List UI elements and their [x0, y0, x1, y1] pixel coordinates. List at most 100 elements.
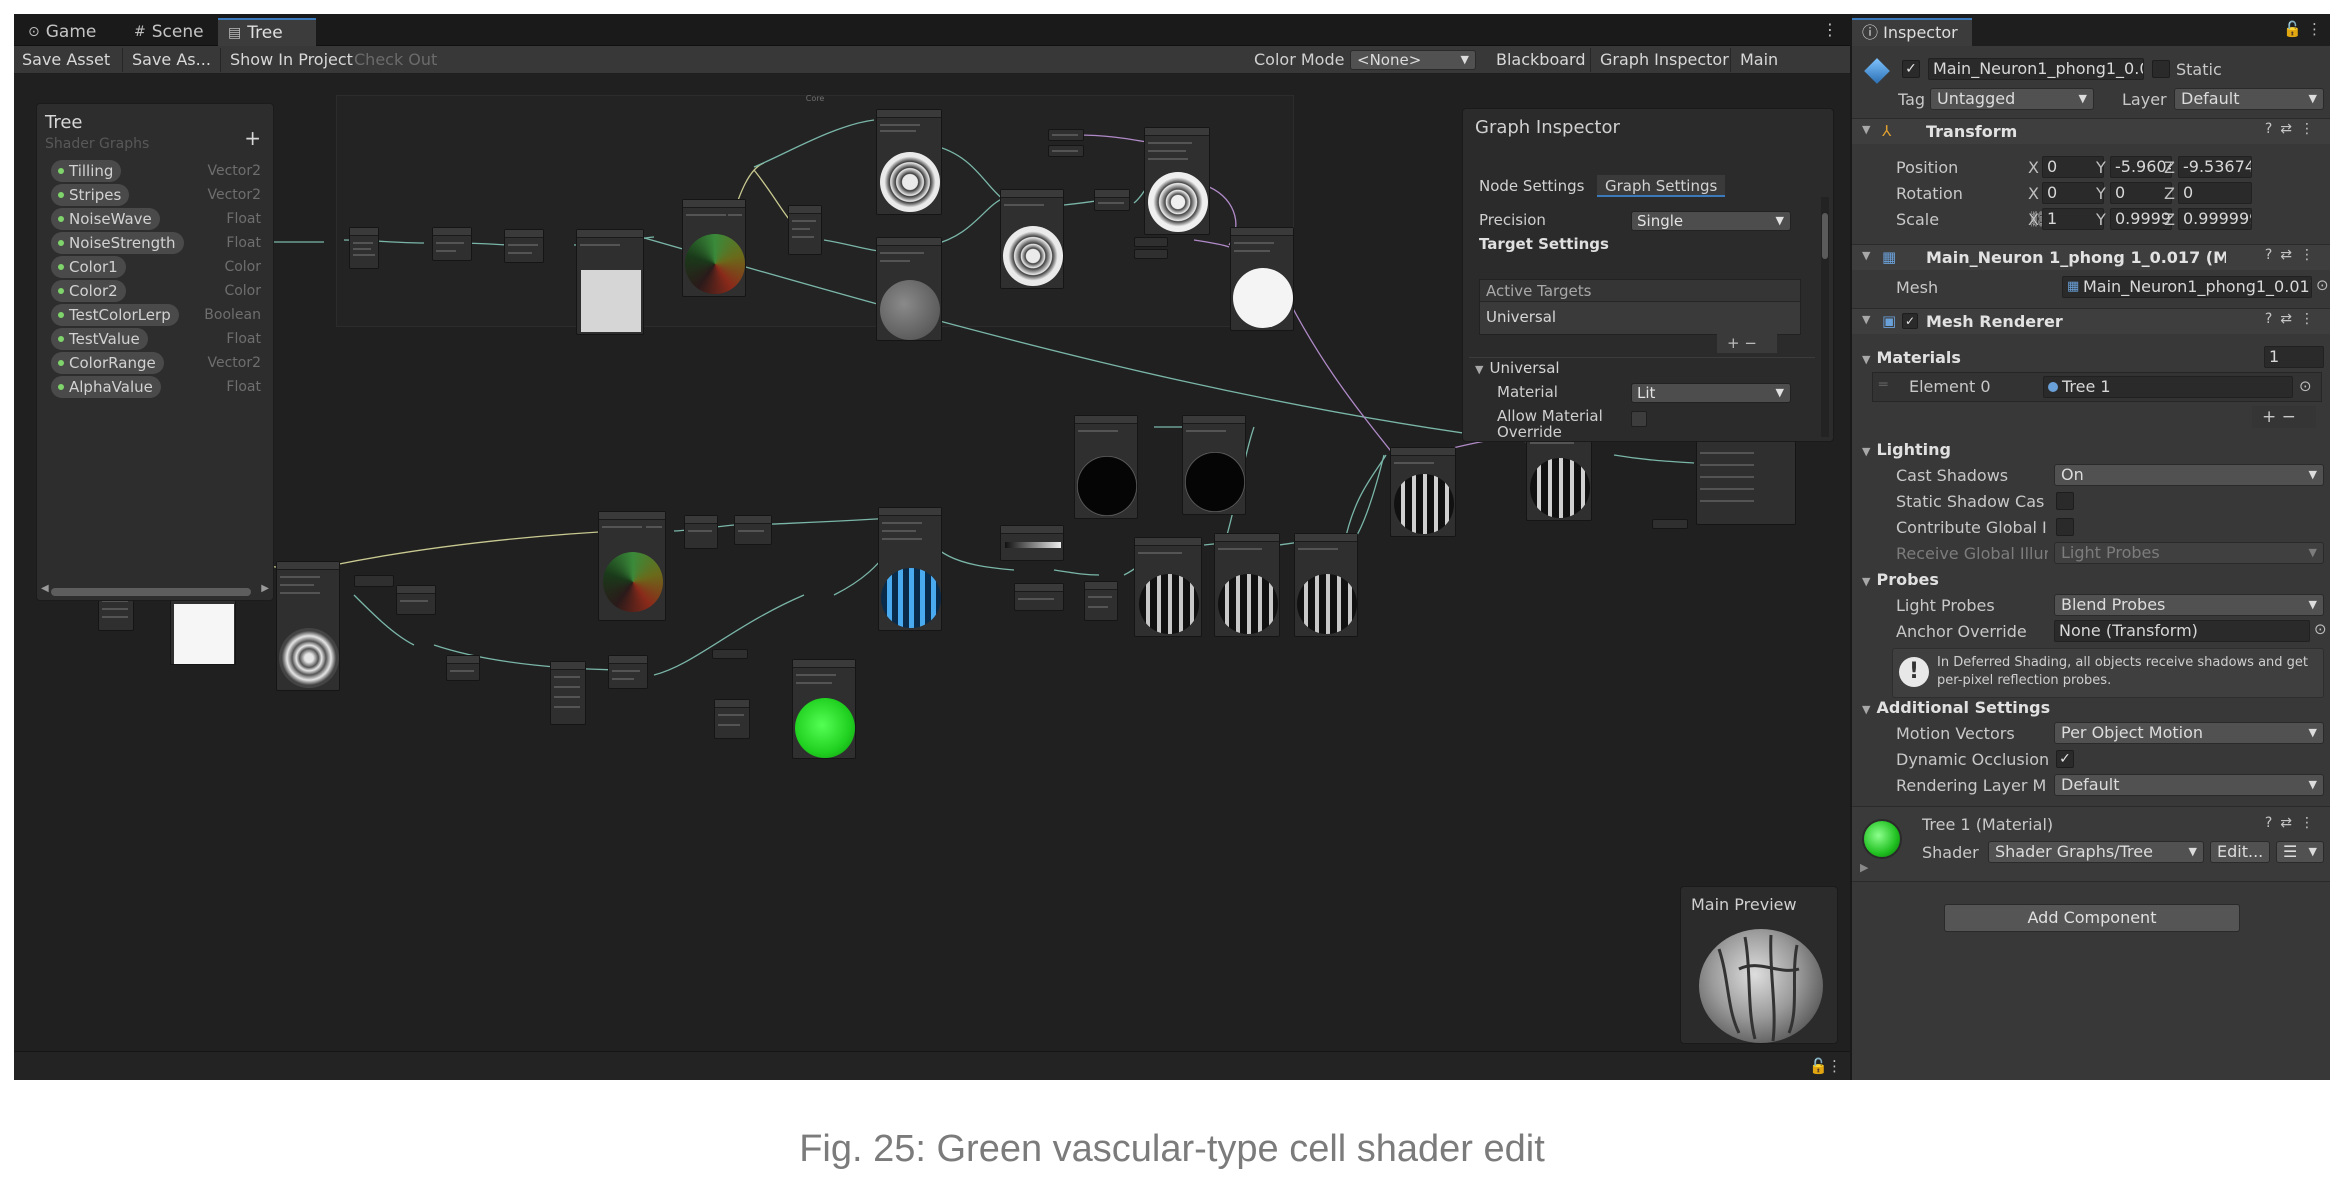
graph-node[interactable]	[1094, 189, 1130, 211]
edit-shader-button[interactable]: Edit...	[2210, 841, 2270, 863]
graph-node[interactable]	[734, 515, 772, 545]
scrollbar-thumb[interactable]	[51, 588, 251, 596]
tab-tree[interactable]: ▤ Tree	[218, 18, 316, 46]
rendering-layer-dropdown[interactable]: Default▼	[2054, 774, 2324, 796]
drag-handle-icon[interactable]: ═	[1879, 377, 1888, 393]
scroll-right-icon[interactable]: ▶	[261, 583, 269, 594]
tab-game[interactable]: ⊙ Game	[18, 18, 106, 46]
component-tools-icons[interactable]: ?⇄⋮	[2264, 815, 2322, 831]
blackboard-toggle[interactable]: Blackboard	[1496, 50, 1586, 69]
object-picker-icon[interactable]: ⊙	[2299, 377, 2312, 395]
preview-node[interactable]	[1214, 533, 1280, 637]
preview-node[interactable]	[1182, 415, 1246, 515]
graph-node[interactable]	[550, 661, 586, 725]
object-picker-icon[interactable]: ⊙	[2316, 276, 2329, 294]
preview-node[interactable]	[792, 659, 856, 759]
graph-node[interactable]	[432, 227, 472, 261]
graph-node[interactable]	[504, 229, 544, 263]
graph-node[interactable]	[712, 649, 748, 659]
probes-foldout[interactable]: ▼Probes	[1862, 570, 1939, 589]
component-tools-icons[interactable]: ?⇄⋮	[2264, 121, 2322, 137]
lock-icon[interactable]: 🔓	[2283, 20, 2302, 38]
position-z-field[interactable]: -9.53674	[2178, 156, 2252, 178]
light-probes-dropdown[interactable]: Blend Probes▼	[2054, 594, 2324, 616]
transform-section-header[interactable]: ▼ ⅄ Transform ?⇄⋮	[1852, 118, 2330, 144]
motion-vectors-dropdown[interactable]: Per Object Motion▼	[2054, 722, 2324, 744]
static-checkbox[interactable]	[2152, 60, 2170, 78]
contribute-gi-checkbox[interactable]	[2056, 518, 2074, 536]
preview-node[interactable]	[1294, 533, 1358, 637]
graph-node[interactable]	[349, 227, 379, 269]
mesh-renderer-enabled-checkbox[interactable]: ✓	[1902, 313, 1918, 329]
materials-foldout[interactable]: ▼Materials	[1862, 348, 1961, 367]
rotation-x-field[interactable]: 0	[2042, 182, 2104, 204]
graph-node[interactable]	[446, 655, 480, 681]
graph-inspector-scrollbar[interactable]	[1821, 197, 1829, 437]
graph-node[interactable]	[1084, 581, 1118, 621]
property-pill[interactable]: AlphaValue	[51, 376, 161, 398]
preview-node[interactable]	[598, 511, 666, 621]
preview-node[interactable]	[876, 237, 942, 341]
preview-node[interactable]	[576, 229, 644, 335]
preview-sphere[interactable]	[1699, 929, 1823, 1043]
blackboard-scrollbar[interactable]: ◀ ▶	[41, 583, 269, 596]
property-pill[interactable]: TestValue	[51, 328, 148, 350]
preview-node[interactable]	[682, 199, 746, 297]
graph-node[interactable]	[1134, 249, 1168, 259]
static-shadow-checkbox[interactable]	[2056, 492, 2074, 510]
save-as-button[interactable]: Save As...	[132, 50, 211, 69]
preview-node[interactable]	[1074, 415, 1138, 519]
shader-list-button[interactable]: ☰▼	[2276, 841, 2324, 863]
active-checkbox[interactable]: ✓	[1902, 60, 1920, 78]
property-pill[interactable]: TestColorLerp	[51, 304, 179, 326]
scrollbar-thumb[interactable]	[1822, 213, 1828, 259]
graph-node[interactable]	[684, 515, 718, 549]
graph-node[interactable]	[714, 699, 750, 739]
additional-settings-foldout[interactable]: ▼Additional Settings	[1862, 698, 2050, 717]
rotation-y-field[interactable]: 0	[2110, 182, 2172, 204]
preview-node[interactable]	[1000, 189, 1064, 289]
graph-node[interactable]	[1014, 583, 1064, 611]
layer-dropdown[interactable]: Default▼	[2174, 88, 2324, 110]
main-preview-toggle[interactable]: Main Preview	[1740, 50, 1802, 93]
graph-node[interactable]	[1134, 237, 1168, 247]
save-asset-button[interactable]: Save Asset	[22, 50, 111, 69]
materials-count-field[interactable]: 1	[2264, 346, 2324, 368]
anchor-override-field[interactable]: None (Transform)	[2054, 620, 2310, 642]
preview-node[interactable]	[1230, 227, 1294, 331]
lighting-foldout[interactable]: ▼Lighting	[1862, 440, 1951, 459]
graph-node[interactable]	[1000, 525, 1064, 561]
mesh-filter-section-header[interactable]: ▼ ▦ Main_Neuron 1_phong 1_0.017 (Mesh Fi…	[1852, 244, 2330, 270]
foldout-arrow-icon[interactable]: ▶	[1860, 861, 1869, 874]
tag-dropdown[interactable]: Untagged▼	[1930, 88, 2094, 110]
target-universal-item[interactable]: Universal	[1486, 308, 1557, 326]
rotation-z-field[interactable]: 0	[2178, 182, 2252, 204]
property-pill[interactable]: ColorRange	[51, 352, 164, 374]
add-component-button[interactable]: Add Component	[1944, 904, 2240, 932]
preview-node[interactable]	[878, 507, 942, 631]
component-tools-icons[interactable]: ?⇄⋮	[2264, 247, 2322, 263]
mesh-renderer-section-header[interactable]: ▼ ▣ ✓ Mesh Renderer ?⇄⋮	[1852, 308, 2330, 334]
graph-inspector-toggle[interactable]: Graph Inspector	[1600, 50, 1729, 69]
materials-add-remove-buttons[interactable]: + −	[2252, 406, 2316, 428]
property-pill[interactable]: Color1	[51, 256, 126, 278]
scale-z-field[interactable]: 0.999999	[2178, 208, 2252, 230]
graph-inspector-panel[interactable]: Graph Inspector Node Settings Graph Sett…	[1462, 108, 1834, 442]
universal-section-header[interactable]: ▼Universal	[1469, 357, 1815, 377]
property-pill[interactable]: NoiseWave	[51, 208, 160, 230]
property-pill[interactable]: NoiseStrength	[51, 232, 184, 254]
preview-node[interactable]	[276, 561, 340, 691]
graph-node[interactable]	[788, 205, 822, 255]
scale-y-field[interactable]: 0.999999	[2110, 208, 2172, 230]
object-name-field[interactable]: Main_Neuron1_phong1_0.017	[1928, 58, 2144, 80]
tab-graph-settings[interactable]: Graph Settings	[1597, 175, 1726, 197]
component-tools-icons[interactable]: ?⇄⋮	[2264, 311, 2322, 327]
material-preview-sphere[interactable]	[1862, 819, 1902, 859]
